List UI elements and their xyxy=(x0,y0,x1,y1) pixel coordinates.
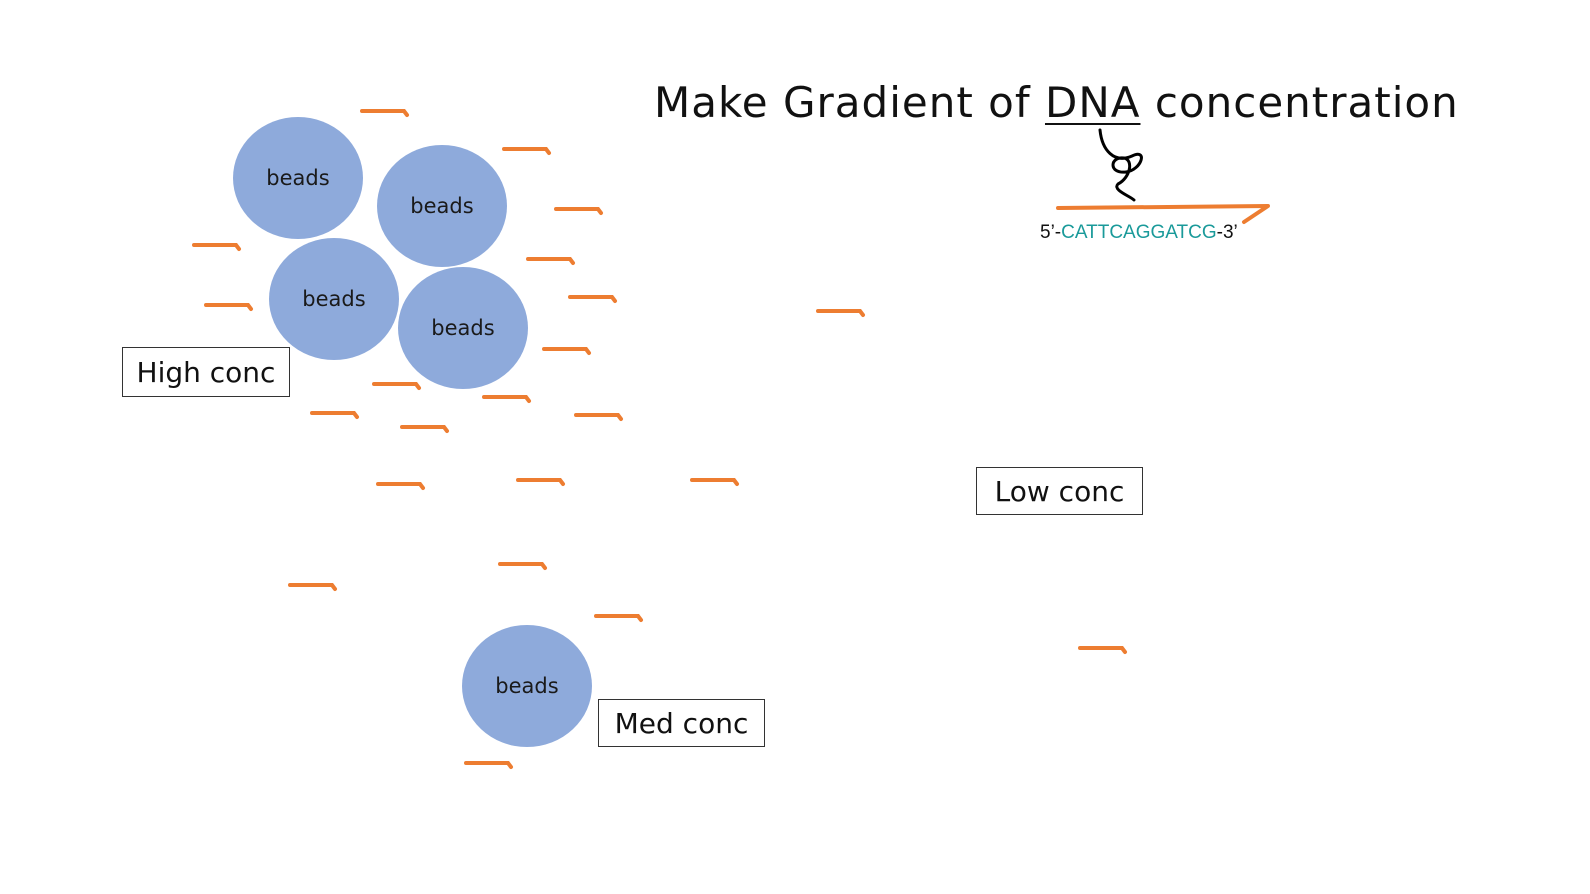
dna-sequence-label: 5’-CATTCAGGATCG-3’ xyxy=(1040,222,1238,244)
bead: beads xyxy=(233,117,363,239)
title-dna: DNA xyxy=(1044,78,1141,127)
dna-strand xyxy=(482,395,531,403)
dna-strand xyxy=(372,382,421,390)
dna-strand xyxy=(690,478,739,486)
dna-strand xyxy=(816,309,865,317)
dna-strand xyxy=(288,583,337,591)
dna-strand xyxy=(1078,646,1127,654)
dna-strand xyxy=(400,425,449,433)
dna-strand xyxy=(516,478,565,486)
dna-strand xyxy=(502,147,551,155)
dna-strand xyxy=(360,109,409,117)
dna-strand xyxy=(574,413,623,421)
sequence-bases: CATTCAGGATCG xyxy=(1061,222,1217,243)
dna-tether-icon xyxy=(1098,128,1143,202)
bead: beads xyxy=(398,267,528,389)
dna-strand xyxy=(204,303,253,311)
dna-strand xyxy=(554,207,603,215)
dna-strand xyxy=(542,347,591,355)
bead: beads xyxy=(269,238,399,360)
dna-strand xyxy=(310,411,359,419)
dna-legend-strand xyxy=(1056,204,1270,224)
dna-strand xyxy=(568,295,617,303)
title-prefix: Make Gradient of xyxy=(654,78,1045,127)
dna-strand xyxy=(464,761,513,769)
dna-strand xyxy=(498,562,547,570)
bead: beads xyxy=(377,145,507,267)
dna-strand xyxy=(526,257,575,265)
diagram-title: Make Gradient of DNA concentration xyxy=(654,78,1459,127)
sequence-five-prime: 5’- xyxy=(1040,222,1062,243)
low-conc-label: Low conc xyxy=(976,467,1143,515)
dna-strand xyxy=(192,243,241,251)
dna-strand xyxy=(376,482,425,490)
sequence-three-prime: -3’ xyxy=(1216,222,1238,243)
dna-strand xyxy=(594,614,643,622)
bead: beads xyxy=(462,625,592,747)
high-conc-label: High conc xyxy=(122,347,290,397)
med-conc-label: Med conc xyxy=(598,699,765,747)
title-suffix: concentration xyxy=(1140,78,1459,127)
dna-strands xyxy=(192,109,1127,769)
